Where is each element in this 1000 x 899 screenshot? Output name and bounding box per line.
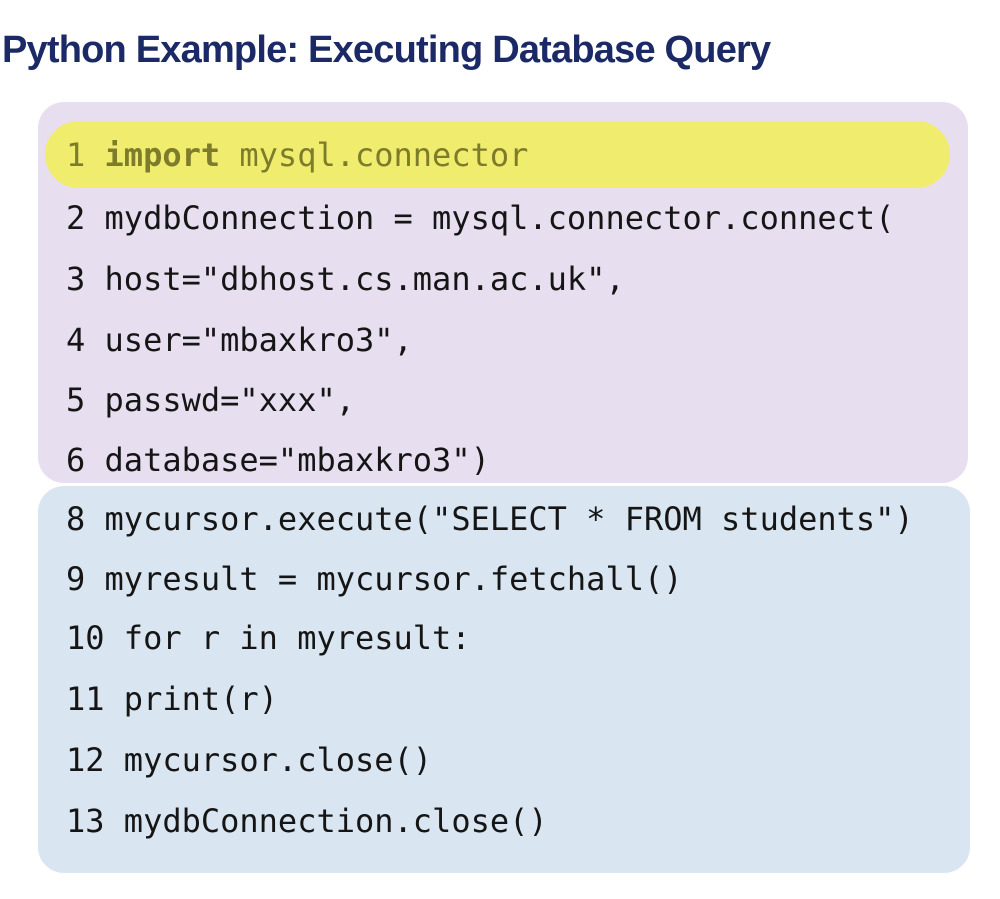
line1-highlight	[45, 121, 950, 188]
line-number: 8	[66, 500, 86, 538]
page-title: Python Example: Executing Database Query	[2, 29, 771, 72]
code-text: user="mbaxkro3",	[85, 321, 413, 359]
code-text: host="dbhost.cs.man.ac.uk",	[85, 260, 625, 298]
line-number: 11	[66, 680, 105, 718]
line-number: 9	[66, 560, 86, 598]
code-line-2: 2 mydbConnection = mysql.connector.conne…	[66, 200, 894, 236]
code-line-11: 11 print(r)	[66, 681, 278, 717]
line-number: 13	[66, 802, 105, 840]
code-line-13: 13 mydbConnection.close()	[66, 803, 548, 839]
code-line-3: 3 host="dbhost.cs.man.ac.uk",	[66, 261, 625, 297]
line-number: 1	[66, 136, 86, 174]
code-text: database="mbaxkro3")	[85, 441, 490, 479]
code-text: passwd="xxx",	[85, 381, 355, 419]
line-number: 6	[66, 441, 86, 479]
code-line-6: 6 database="mbaxkro3")	[66, 442, 490, 478]
code-text: myresult = mycursor.fetchall()	[85, 560, 683, 598]
code-text: mysql.connector	[220, 136, 529, 174]
code-line-5: 5 passwd="xxx",	[66, 382, 355, 418]
line-number: 5	[66, 381, 86, 419]
line-number: 2	[66, 199, 86, 237]
query-code-block	[38, 486, 970, 873]
code-line-12: 12 mycursor.close()	[66, 742, 432, 778]
line-number: 12	[66, 741, 105, 779]
code-text: mycursor.close()	[104, 741, 433, 779]
code-text: mydbConnection.close()	[104, 802, 548, 840]
code-line-4: 4 user="mbaxkro3",	[66, 322, 413, 358]
line-number: 3	[66, 260, 86, 298]
code-line-10: 10 for r in myresult:	[66, 620, 471, 656]
code-text: mycursor.execute("SELECT * FROM students…	[85, 500, 914, 538]
code-line-9: 9 myresult = mycursor.fetchall()	[66, 561, 683, 597]
code-line-1: 1 import mysql.connector	[66, 137, 528, 173]
code-text: mydbConnection = mysql.connector.connect…	[85, 199, 895, 237]
code-line-8: 8 mycursor.execute("SELECT * FROM studen…	[66, 501, 914, 537]
line-number: 4	[66, 321, 86, 359]
code-text: for r in myresult:	[104, 619, 471, 657]
code-text: print(r)	[104, 680, 278, 718]
line-number: 10	[66, 619, 105, 657]
keyword-import: import	[85, 136, 221, 174]
